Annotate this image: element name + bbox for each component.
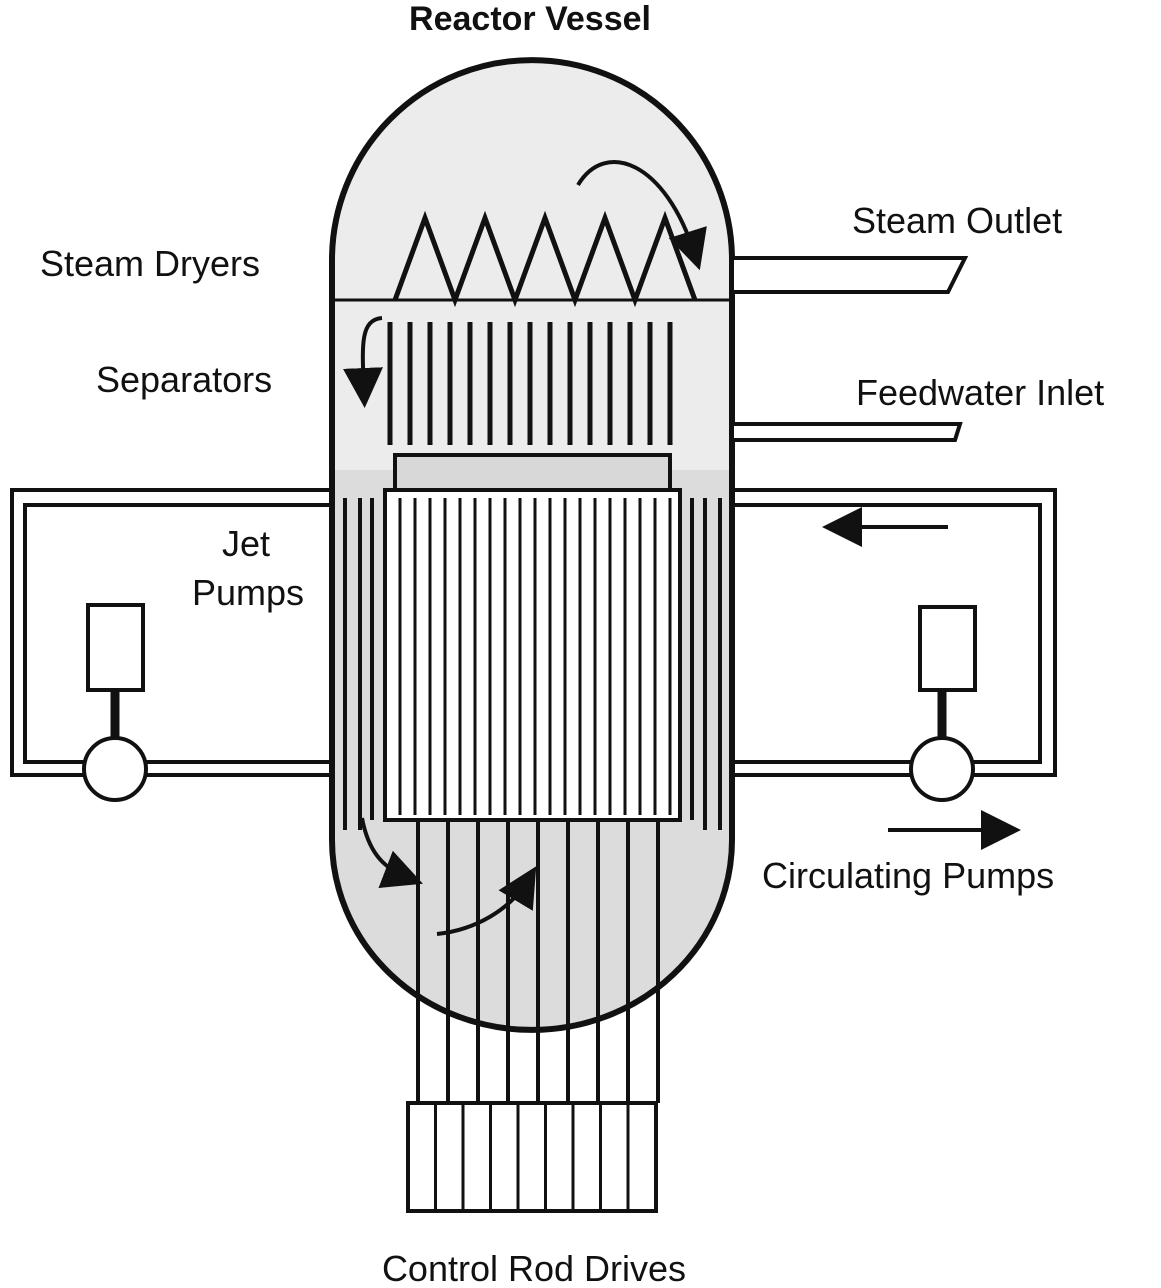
label-control-rod-drives: Control Rod Drives — [382, 1248, 686, 1288]
reactor-core — [383, 453, 682, 822]
label-separators: Separators — [96, 359, 272, 400]
fuel-rods — [398, 498, 672, 815]
core-box — [383, 488, 682, 822]
steam-outlet-pipe — [730, 256, 969, 294]
separator-downflow-arrow — [342, 316, 383, 408]
label-steam-dryers: Steam Dryers — [40, 243, 260, 284]
label-jet-pumps-line2: Pumps — [192, 572, 304, 613]
label-feedwater-inlet: Feedwater Inlet — [856, 372, 1104, 413]
right-pump-motor — [918, 605, 977, 692]
downcomer-arrow — [360, 817, 423, 889]
left-circulating-pump — [82, 736, 148, 802]
left-recirculation-loop — [10, 488, 332, 802]
right-circulating-pump — [909, 736, 975, 802]
separators — [387, 322, 673, 445]
diagram-title: Reactor Vessel — [409, 0, 651, 38]
label-steam-outlet: Steam Outlet — [852, 200, 1062, 241]
steam-dryers — [392, 210, 698, 308]
core-top-plate — [393, 453, 672, 492]
steam-flow-arrow — [576, 160, 707, 271]
label-jet-pumps-line1: Jet — [222, 523, 270, 564]
feedwater-inlet-pipe — [730, 422, 963, 442]
core-inlet-arrow — [436, 866, 537, 936]
flow-arrows — [342, 160, 1021, 936]
right-recirculation-loop — [732, 488, 1057, 802]
vessel-shell — [329, 57, 735, 1033]
left-pump-motor — [86, 603, 145, 692]
control-rod-drives-housing — [406, 1101, 658, 1213]
label-circulating-pumps: Circulating Pumps — [762, 855, 1054, 896]
jet-pumps — [343, 498, 722, 830]
